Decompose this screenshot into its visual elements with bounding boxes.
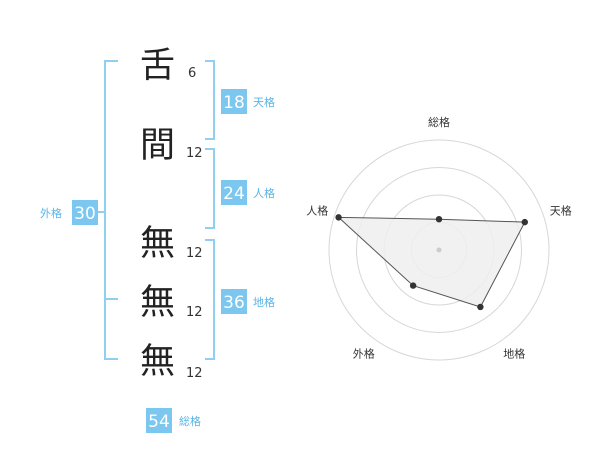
jinkaku-label: 人格: [253, 186, 275, 200]
jinkaku-badge: 24 人格: [221, 180, 275, 205]
character-1: 舌: [140, 46, 175, 86]
gaikaku-label: 外格: [40, 206, 62, 220]
soukaku-badge-box: [146, 408, 172, 433]
gaikaku-bracket: [98, 60, 118, 360]
radar-center-dot: [436, 247, 442, 253]
chikaku-bracket: [205, 239, 215, 360]
gaikaku-badge: 外格 30: [40, 200, 98, 225]
gaikaku-value: 30: [74, 204, 96, 224]
stroke-count-5: 12: [186, 366, 203, 381]
radar-axis-label-gaikaku: 外格: [353, 347, 375, 361]
radar-point-tenkaku: [521, 218, 528, 226]
chikaku-badge-box: [221, 289, 247, 314]
character-5: 無: [140, 342, 175, 382]
stroke-count-1: 6: [188, 66, 196, 81]
radar-axis-label-jinkaku: 人格: [306, 203, 328, 217]
radar-point-jinkaku: [335, 214, 342, 221]
brackets: [98, 60, 215, 360]
tenkaku-badge: 18 天格: [221, 89, 275, 114]
radar-point-gaikaku: [409, 282, 417, 289]
tenkaku-label: 天格: [253, 95, 275, 109]
stroke-count-4: 12: [186, 305, 203, 320]
tenkaku-value: 18: [223, 93, 245, 113]
radar-ring-3: [356, 167, 522, 333]
tenkaku-bracket: [205, 60, 215, 140]
soukaku-badge: 54 総格: [146, 408, 201, 433]
radar-ring-4: [328, 139, 550, 361]
stroke-count-3: 12: [186, 246, 203, 261]
name-characters: 舌 6 間 12 無 12 無 12 無 12: [140, 46, 203, 382]
radar-axis-label-soukaku: 総格: [428, 115, 450, 129]
jinkaku-value: 24: [223, 184, 245, 204]
character-3: 無: [140, 224, 175, 264]
radar-polygon: [337, 216, 526, 308]
character-2: 間: [140, 126, 175, 166]
chikaku-label: 地格: [253, 295, 275, 309]
radar-points: [335, 214, 528, 311]
stroke-count-2: 12: [186, 146, 203, 161]
chikaku-value: 36: [223, 293, 245, 313]
radar-point-soukaku: [435, 216, 443, 223]
tenkaku-badge-box: [221, 89, 247, 114]
radar-point-chikaku: [477, 303, 484, 311]
chikaku-badge: 36 地格: [221, 289, 275, 314]
jinkaku-badge-box: [221, 180, 247, 205]
radar-axis-label-tenkaku: 天格: [550, 203, 572, 217]
soukaku-label: 総格: [179, 414, 201, 428]
radar-axis-label-chikaku: 地格: [503, 347, 525, 361]
soukaku-value: 54: [148, 412, 170, 432]
jinkaku-bracket: [205, 148, 215, 229]
gaikaku-badge-box: [72, 200, 98, 225]
character-4: 無: [140, 283, 175, 323]
